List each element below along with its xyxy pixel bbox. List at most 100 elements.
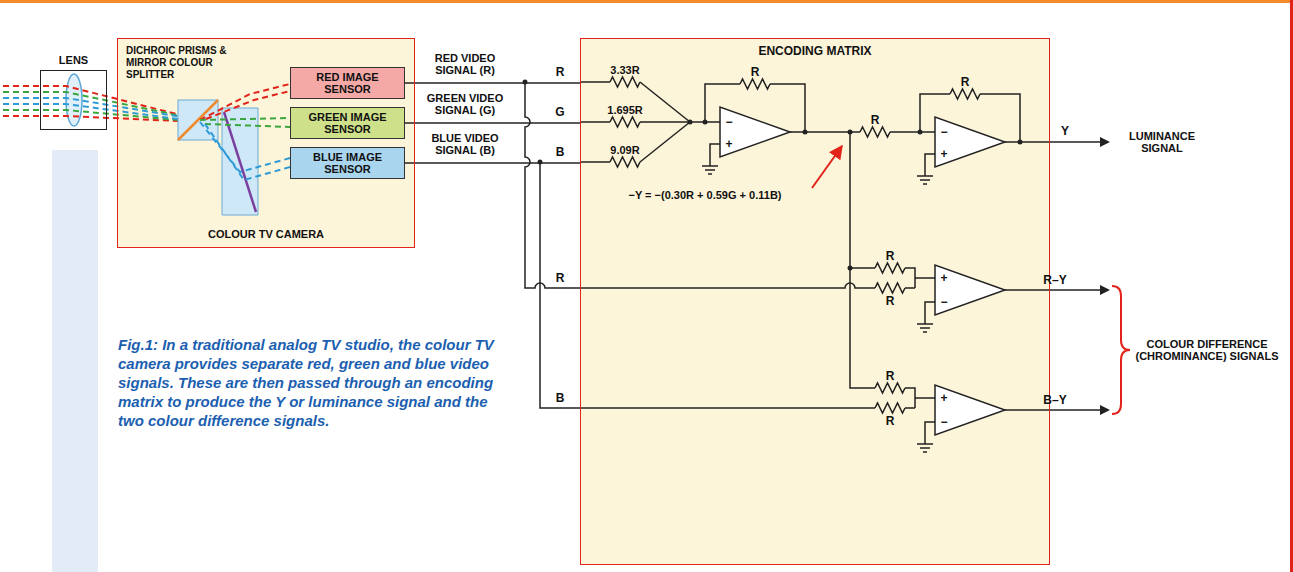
circuit-wire	[925, 422, 935, 444]
resistor-value: R	[751, 66, 760, 79]
output-name: LUMINANCE SIGNAL	[1115, 130, 1210, 154]
panel-fill	[117, 38, 415, 248]
op-amp-symbol	[720, 107, 790, 157]
circuit-wire	[850, 132, 935, 408]
circuit-wire	[710, 144, 720, 166]
resistor-value: 1.695R	[607, 104, 642, 117]
circuit-wire	[925, 302, 935, 324]
resistor-symbol	[875, 263, 905, 273]
dichroic-prism	[224, 112, 256, 212]
junction-dot	[523, 80, 1023, 271]
resistor-symbol	[875, 283, 905, 293]
box-heading: GREEN IMAGE SENSOR	[295, 111, 400, 135]
light-ray	[3, 110, 200, 122]
signal-name: R–Y	[1043, 274, 1066, 287]
signal-name: B	[556, 146, 565, 159]
pin-sign: −	[940, 296, 947, 309]
resistor-value: 9.09R	[610, 144, 639, 157]
box-heading: DICHROIC PRISMS & MIRROR COLOUR SPLITTER	[126, 45, 246, 81]
box-heading: LENS	[59, 54, 88, 66]
output-arrowhead	[1100, 405, 1110, 415]
circuit-wire	[850, 268, 935, 288]
signal-wire	[405, 82, 580, 84]
circuit-wire	[580, 82, 690, 122]
resistor-value: R	[871, 114, 880, 127]
junction-dot	[1018, 140, 1023, 145]
ground-symbol	[702, 166, 933, 452]
decoration	[0, 0, 1293, 3]
junction-dot	[803, 130, 808, 135]
lens-box: LENS	[40, 70, 107, 130]
junction-dot	[918, 130, 923, 135]
encoding-matrix: ENCODING MATRIX	[580, 38, 1050, 565]
circuit-wire	[525, 82, 875, 288]
circuit-wire	[925, 154, 935, 176]
panel-fill	[40, 38, 1050, 565]
pin-sign: +	[940, 272, 947, 285]
resistor-symbol	[875, 403, 905, 413]
op-amp-symbol	[720, 107, 1005, 435]
panel-fill	[580, 38, 1050, 565]
op-amp-symbol	[935, 265, 1005, 315]
split-ray	[200, 118, 290, 120]
circuit-wire	[525, 82, 1100, 444]
resistor-symbol	[740, 79, 770, 89]
signal-name: Y	[1061, 125, 1069, 138]
edge-label: RED VIDEO SIGNAL (R)	[418, 52, 513, 76]
image-sensor: GREEN IMAGE SENSOR	[290, 107, 405, 139]
dichroic-prism	[178, 100, 258, 215]
light-ray	[3, 116, 200, 122]
circuit-wire	[580, 121, 720, 123]
camera-housing: DICHROIC PRISMS & MIRROR COLOUR SPLITTER…	[117, 38, 415, 248]
resistor-symbol	[610, 77, 640, 87]
resistor-symbol	[610, 157, 640, 167]
figure-caption: Fig.1: In a traditional analog TV studio…	[118, 335, 508, 430]
callout-arrow	[812, 146, 842, 188]
output-arrowhead	[1100, 285, 1110, 295]
pin-sign: −	[940, 416, 947, 429]
signal-name: G	[555, 106, 564, 119]
light-ray	[3, 92, 200, 120]
circuit-wire	[1005, 409, 1100, 411]
box-heading: ENCODING MATRIX	[581, 44, 1049, 58]
circuit-wire	[1005, 289, 1100, 291]
split-ray	[205, 124, 290, 127]
op-amp-symbol	[935, 385, 1005, 435]
box-heading: BLUE IMAGE SENSOR	[295, 151, 400, 175]
resistor-symbol	[610, 77, 980, 413]
signal-name: B	[556, 392, 565, 405]
resistor-value: R	[961, 76, 970, 89]
junction-dot	[703, 120, 708, 125]
formula: −Y = −(0.30R + 0.59G + 0.11B)	[629, 189, 782, 202]
image-sensor: BLUE IMAGE SENSOR	[290, 147, 405, 179]
resistor-symbol	[610, 117, 640, 127]
resistor-symbol	[875, 383, 905, 393]
bracket	[1112, 286, 1130, 414]
decoration	[1290, 0, 1293, 572]
ground-symbol	[702, 166, 718, 174]
circuit-wire	[540, 162, 875, 408]
bracket	[1112, 286, 1130, 414]
junction-dot	[848, 266, 853, 271]
light-ray	[3, 104, 200, 122]
resistor-value: R	[886, 415, 895, 428]
light-ray	[3, 86, 200, 122]
resistor-value: R	[886, 295, 895, 308]
box-heading: RED IMAGE SENSOR	[295, 71, 400, 95]
junction-dot	[688, 120, 693, 125]
pin-sign: +	[725, 138, 732, 151]
pin-sign: −	[940, 126, 947, 139]
ground-symbol	[917, 444, 933, 452]
split-ray	[200, 84, 290, 180]
light-ray	[3, 98, 200, 120]
split-ray	[206, 91, 290, 119]
pin-sign: +	[940, 148, 947, 161]
signal-name: B–Y	[1043, 394, 1066, 407]
signal-wire	[405, 122, 580, 124]
junction-dot	[848, 130, 853, 135]
